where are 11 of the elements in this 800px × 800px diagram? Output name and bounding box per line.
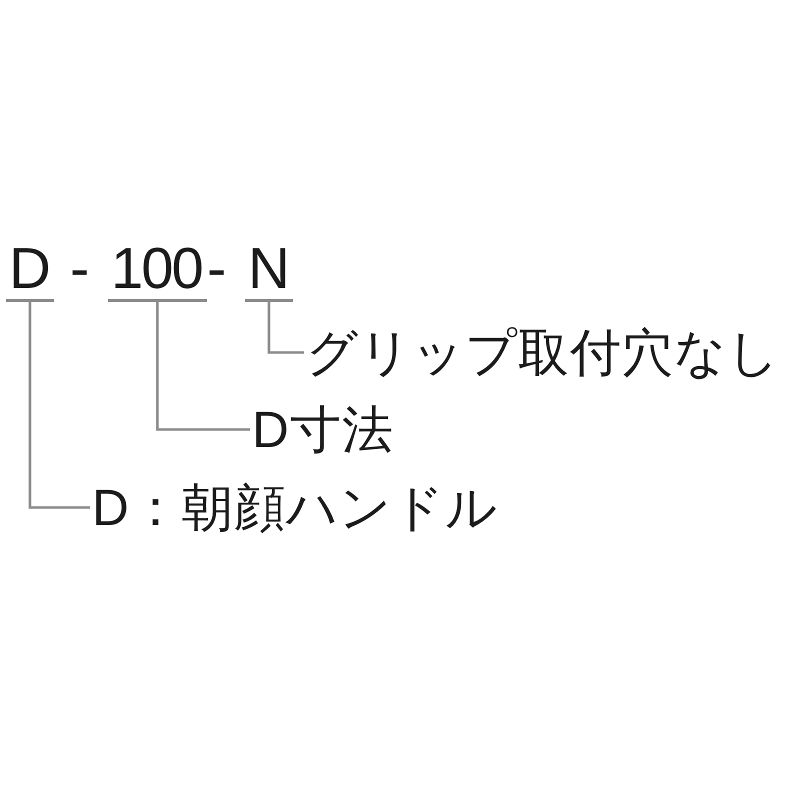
separator-dash: - [70,240,90,298]
leader-line [28,302,90,509]
segment-description: D寸法 [252,404,394,455]
leader-line [268,302,304,354]
segment-description: D：朝顔ハンドル [92,482,498,533]
code-segment: N [245,240,293,302]
code-segment: D [6,240,54,302]
leader-line [156,302,250,431]
code-segment: 100 [108,240,207,302]
segment-description: グリップ取付穴なし [306,327,780,378]
separator-dash: - [207,240,226,298]
